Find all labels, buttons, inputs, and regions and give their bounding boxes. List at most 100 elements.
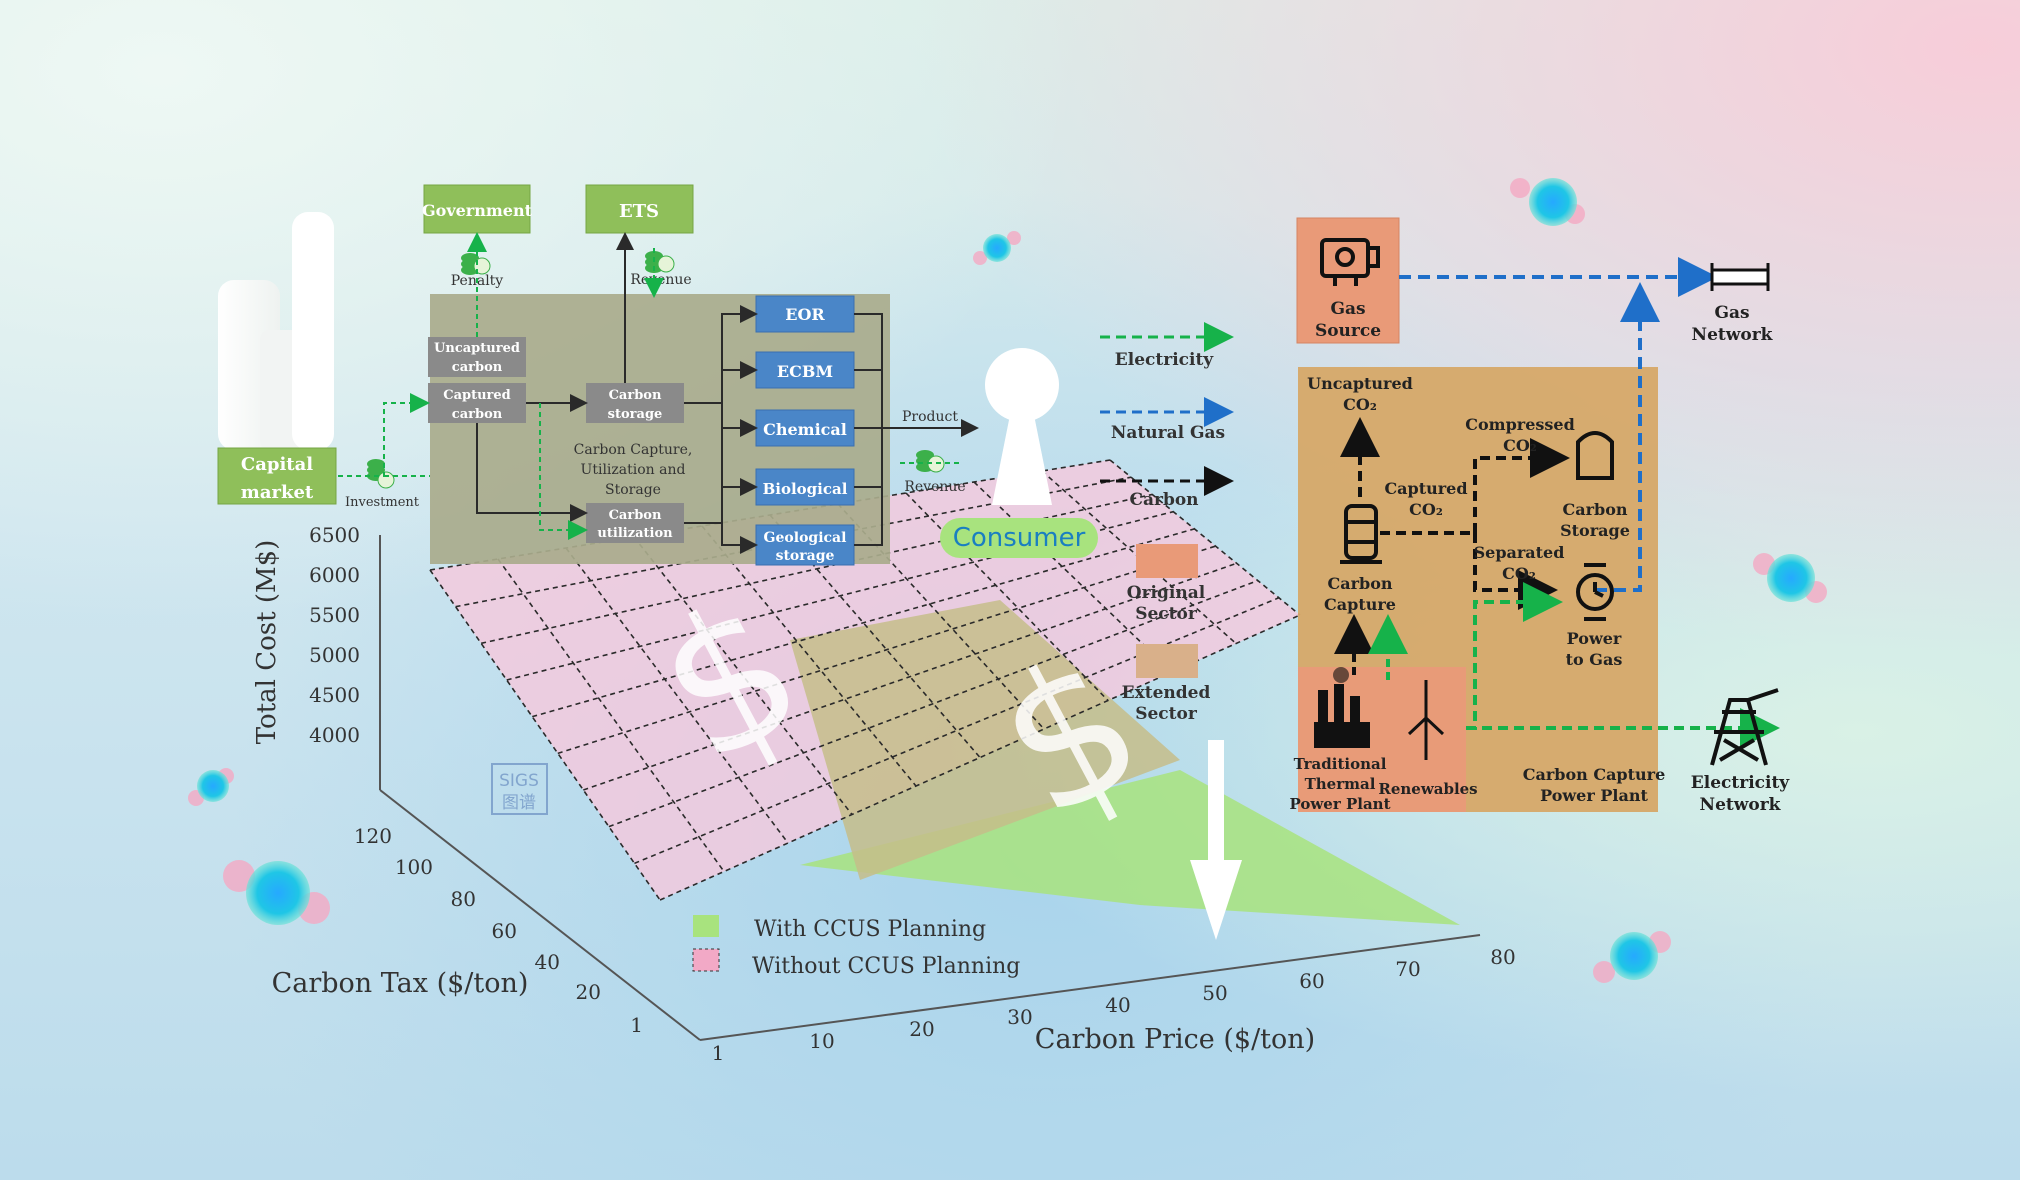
swatch-extended-sector <box>1136 644 1198 678</box>
consumer-label: Consumer <box>953 523 1086 553</box>
svg-text:storage: storage <box>608 407 663 422</box>
orb-left-big <box>223 860 330 925</box>
svg-text:Power: Power <box>1567 629 1622 648</box>
gas-network-icon <box>1710 268 1770 286</box>
svg-text:Revenue: Revenue <box>630 272 691 288</box>
legend-swatch-without <box>692 948 720 972</box>
y-axis-label: Carbon Tax ($/ton) <box>272 968 529 999</box>
svg-text:Electricity: Electricity <box>1115 350 1215 370</box>
government-box: Government <box>422 184 533 234</box>
ccus-center-label: Carbon Capture, Utilization and Storage <box>574 442 693 498</box>
svg-text:Renewables: Renewables <box>1378 780 1477 798</box>
svg-text:Source: Source <box>1315 321 1381 341</box>
y-tick-labels: 120 100 80 60 40 20 1 <box>354 824 643 1037</box>
svg-text:Carbon Capture,: Carbon Capture, <box>574 442 693 458</box>
thermal-plant-icon <box>1314 667 1370 748</box>
x-tick: 70 <box>1395 957 1420 981</box>
orb-right-mid <box>1753 553 1827 603</box>
coin-icon-revenue-right <box>916 450 945 473</box>
flow-legend: Electricity Natural Gas Carbon Original … <box>1100 322 1234 724</box>
svg-text:Power Plant: Power Plant <box>1290 795 1391 813</box>
power-to-gas-icon <box>1576 563 1614 621</box>
svg-text:Capture: Capture <box>1324 595 1396 614</box>
svg-text:CO₂: CO₂ <box>1502 564 1536 583</box>
y-tick: 80 <box>451 887 476 911</box>
svg-text:utilization: utilization <box>597 526 673 541</box>
z-tick: 6000 <box>309 563 360 587</box>
grid-line <box>837 503 1045 730</box>
z-tick: 5000 <box>309 643 360 667</box>
cost-plane-olive <box>790 600 1180 880</box>
svg-text:Uncaptured: Uncaptured <box>1307 374 1413 393</box>
x-tick: 60 <box>1299 969 1324 993</box>
svg-text:Natural Gas: Natural Gas <box>1111 423 1225 443</box>
svg-text:Traditional: Traditional <box>1294 755 1387 773</box>
orb-top-right <box>1510 178 1585 226</box>
grid-line <box>480 493 1153 645</box>
z-tick-labels: 6500 6000 5500 5000 4500 4000 <box>309 523 360 747</box>
svg-text:Carbon: Carbon <box>1129 490 1198 510</box>
svg-text:Extended: Extended <box>1122 683 1211 703</box>
x-axis <box>699 934 1481 1041</box>
svg-text:Network: Network <box>1700 795 1782 815</box>
orb-bottom-right <box>1593 931 1671 983</box>
capital-market-box: Capital market <box>217 447 337 505</box>
legend-without-label: Without CCUS Planning <box>752 954 1020 979</box>
sigs-watermark: SIGS 图谱 <box>491 763 548 815</box>
svg-text:ECBM: ECBM <box>777 362 833 381</box>
svg-text:storage: storage <box>776 548 835 564</box>
plot-legend: With CCUS Planning Without CCUS Planning <box>692 915 1020 979</box>
svg-text:Storage: Storage <box>1560 521 1630 540</box>
svg-text:Product: Product <box>902 409 958 425</box>
capital-towers <box>218 212 334 450</box>
svg-text:Network: Network <box>1692 325 1774 345</box>
svg-text:carbon: carbon <box>452 360 503 375</box>
svg-text:market: market <box>241 482 314 503</box>
grid-line <box>634 597 1280 865</box>
svg-text:Investment: Investment <box>345 495 420 510</box>
svg-text:CO₂: CO₂ <box>1409 500 1443 519</box>
grid-line <box>429 569 661 901</box>
grid-line <box>565 547 789 844</box>
svg-text:SIGS: SIGS <box>499 771 539 791</box>
svg-text:Biological: Biological <box>763 480 848 498</box>
svg-text:Thermal: Thermal <box>1305 775 1376 793</box>
svg-text:Carbon: Carbon <box>1562 500 1627 519</box>
svg-text:Storage: Storage <box>605 482 661 498</box>
wind-turbine-icon <box>1407 680 1445 760</box>
grid-line <box>506 510 1174 681</box>
use-box-ecbm: ECBM <box>755 351 855 389</box>
green-surface <box>800 770 1460 925</box>
x-tick: 20 <box>909 1017 934 1041</box>
grid-line <box>701 525 917 787</box>
grid-line <box>973 481 1173 673</box>
svg-text:Captured: Captured <box>1384 479 1467 498</box>
y-tick: 1 <box>630 1013 643 1037</box>
svg-text:图谱: 图谱 <box>502 793 536 813</box>
x-tick: 1 <box>712 1041 725 1065</box>
svg-text:Sector: Sector <box>1135 604 1198 624</box>
svg-text:Power Plant: Power Plant <box>1540 786 1648 805</box>
svg-text:Chemical: Chemical <box>763 420 847 439</box>
x-tick: 10 <box>809 1029 834 1053</box>
svg-text:Captured: Captured <box>443 388 511 403</box>
grid-line <box>608 579 1259 828</box>
svg-text:CO₂: CO₂ <box>1343 395 1377 414</box>
x-axis-label: Carbon Price ($/ton) <box>1035 1024 1315 1055</box>
svg-text:Separated: Separated <box>1474 543 1565 562</box>
carbon-storage-icon <box>1576 431 1614 480</box>
z-tick: 6500 <box>309 523 360 547</box>
captured-carbon-box: Captured carbon <box>428 383 526 423</box>
use-box-chemical: Chemical <box>755 409 855 447</box>
svg-text:Electricity: Electricity <box>1691 773 1791 793</box>
y-tick: 60 <box>492 919 517 943</box>
x-tick: 30 <box>1007 1005 1032 1029</box>
grid-line <box>532 528 1195 718</box>
svg-text:Sector: Sector <box>1135 704 1198 724</box>
svg-text:Carbon: Carbon <box>1327 574 1392 593</box>
power-plant-diagram: Gas Source Gas Network Uncaptured CO₂ Ca… <box>1290 217 1791 815</box>
use-box-biological: Biological <box>755 468 855 506</box>
y-tick: 120 <box>354 824 392 848</box>
